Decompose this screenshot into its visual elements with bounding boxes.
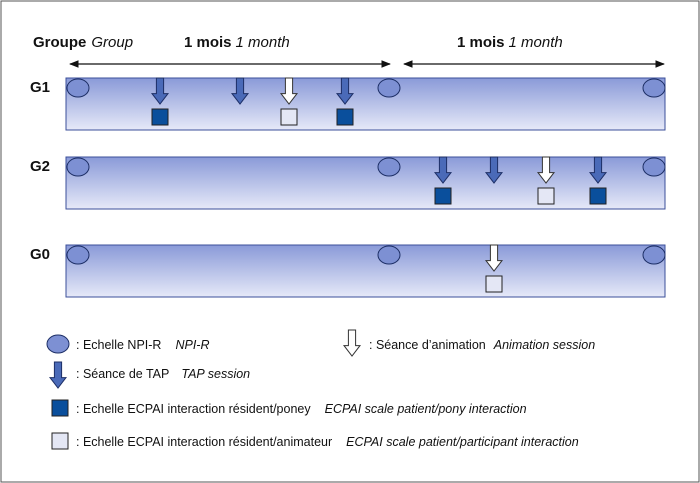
legend-animation-arrow xyxy=(342,329,362,357)
legend-animator-square xyxy=(51,432,69,450)
legend-animator-text: : Echelle ECPAI interaction résident/ani… xyxy=(76,435,579,449)
legend-npi-oval xyxy=(46,334,70,354)
npi-r-oval xyxy=(377,245,401,265)
ecpai-pony-square xyxy=(336,108,354,126)
legend-pony-text: : Echelle ECPAI interaction résident/pon… xyxy=(76,402,527,416)
group-label: G0 xyxy=(30,246,50,263)
legend-tap-arrow xyxy=(48,361,68,389)
npi-r-oval xyxy=(642,245,666,265)
npi-r-oval xyxy=(642,78,666,98)
tap-session-arrow xyxy=(335,77,355,105)
group-row-g1: G1 xyxy=(30,77,666,131)
ecpai-pony-square xyxy=(589,187,607,205)
npi-r-oval xyxy=(66,245,90,265)
timeline-bar xyxy=(65,244,666,298)
ecpai-animator-square xyxy=(485,275,503,293)
npi-r-oval xyxy=(377,78,401,98)
tap-session-arrow xyxy=(150,77,170,105)
group-label: G2 xyxy=(30,158,50,175)
group-row-g0: G0 xyxy=(30,244,666,298)
tap-session-arrow xyxy=(230,77,250,105)
npi-r-oval xyxy=(66,78,90,98)
legend-pony-square xyxy=(51,399,69,417)
npi-r-oval xyxy=(377,157,401,177)
animation-session-arrow xyxy=(279,77,299,105)
timeline-bar xyxy=(65,156,666,210)
tap-session-arrow xyxy=(484,156,504,184)
animation-session-arrow xyxy=(484,244,504,272)
npi-r-oval xyxy=(642,157,666,177)
tap-session-arrow xyxy=(433,156,453,184)
group-label: G1 xyxy=(30,79,50,96)
animation-session-arrow xyxy=(536,156,556,184)
ecpai-pony-square xyxy=(151,108,169,126)
ecpai-animator-square xyxy=(537,187,555,205)
group-row-g2: G2 xyxy=(30,156,666,210)
tap-session-arrow xyxy=(588,156,608,184)
ecpai-pony-square xyxy=(434,187,452,205)
npi-r-oval xyxy=(66,157,90,177)
ecpai-animator-square xyxy=(280,108,298,126)
